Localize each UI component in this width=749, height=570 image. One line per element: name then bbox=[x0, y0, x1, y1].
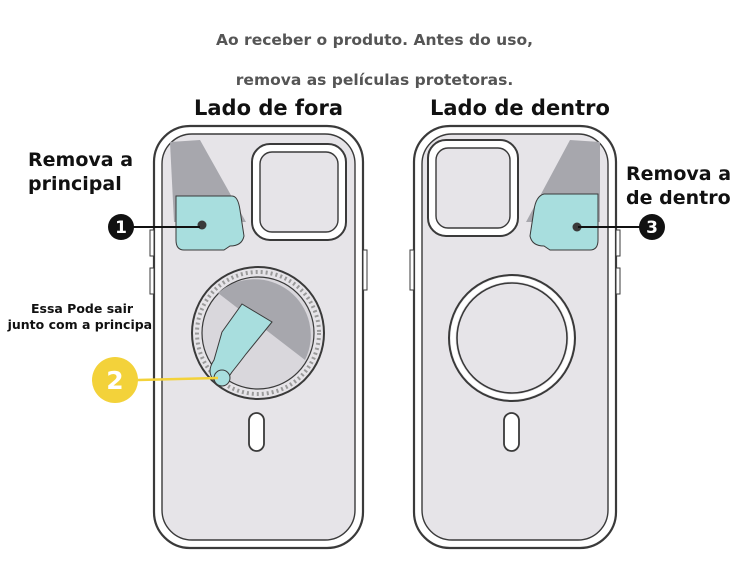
inside-title: Lado de dentro bbox=[430, 96, 610, 120]
instruction-line-2: remova as películas protetoras. bbox=[235, 71, 514, 89]
film-main-dot bbox=[197, 220, 207, 230]
inside-case bbox=[409, 124, 621, 550]
instruction-header: Ao receber o produto. Antes do uso, remo… bbox=[0, 10, 749, 110]
step-3-label: Remova a de dentro bbox=[626, 163, 732, 209]
step-1-badge bbox=[108, 214, 134, 240]
step-1-label: Remova a principal bbox=[28, 149, 134, 195]
step-3-badge bbox=[639, 214, 665, 240]
step-2-number: 2 bbox=[106, 366, 123, 395]
step-3-number: 3 bbox=[646, 218, 658, 238]
film-main bbox=[175, 195, 245, 251]
instruction-line-1: Ao receber o produto. Antes do uso, bbox=[216, 31, 533, 49]
step-1-number: 1 bbox=[115, 218, 127, 238]
outside-title: Lado de fora bbox=[194, 96, 343, 120]
film-inside bbox=[529, 193, 599, 251]
outside-case bbox=[149, 124, 368, 550]
step-2-label: Essa Pode sair junto com a principal bbox=[7, 301, 157, 332]
step-2-leader bbox=[137, 376, 219, 382]
film-inside-dot bbox=[572, 222, 582, 232]
step-2-badge bbox=[92, 357, 138, 403]
